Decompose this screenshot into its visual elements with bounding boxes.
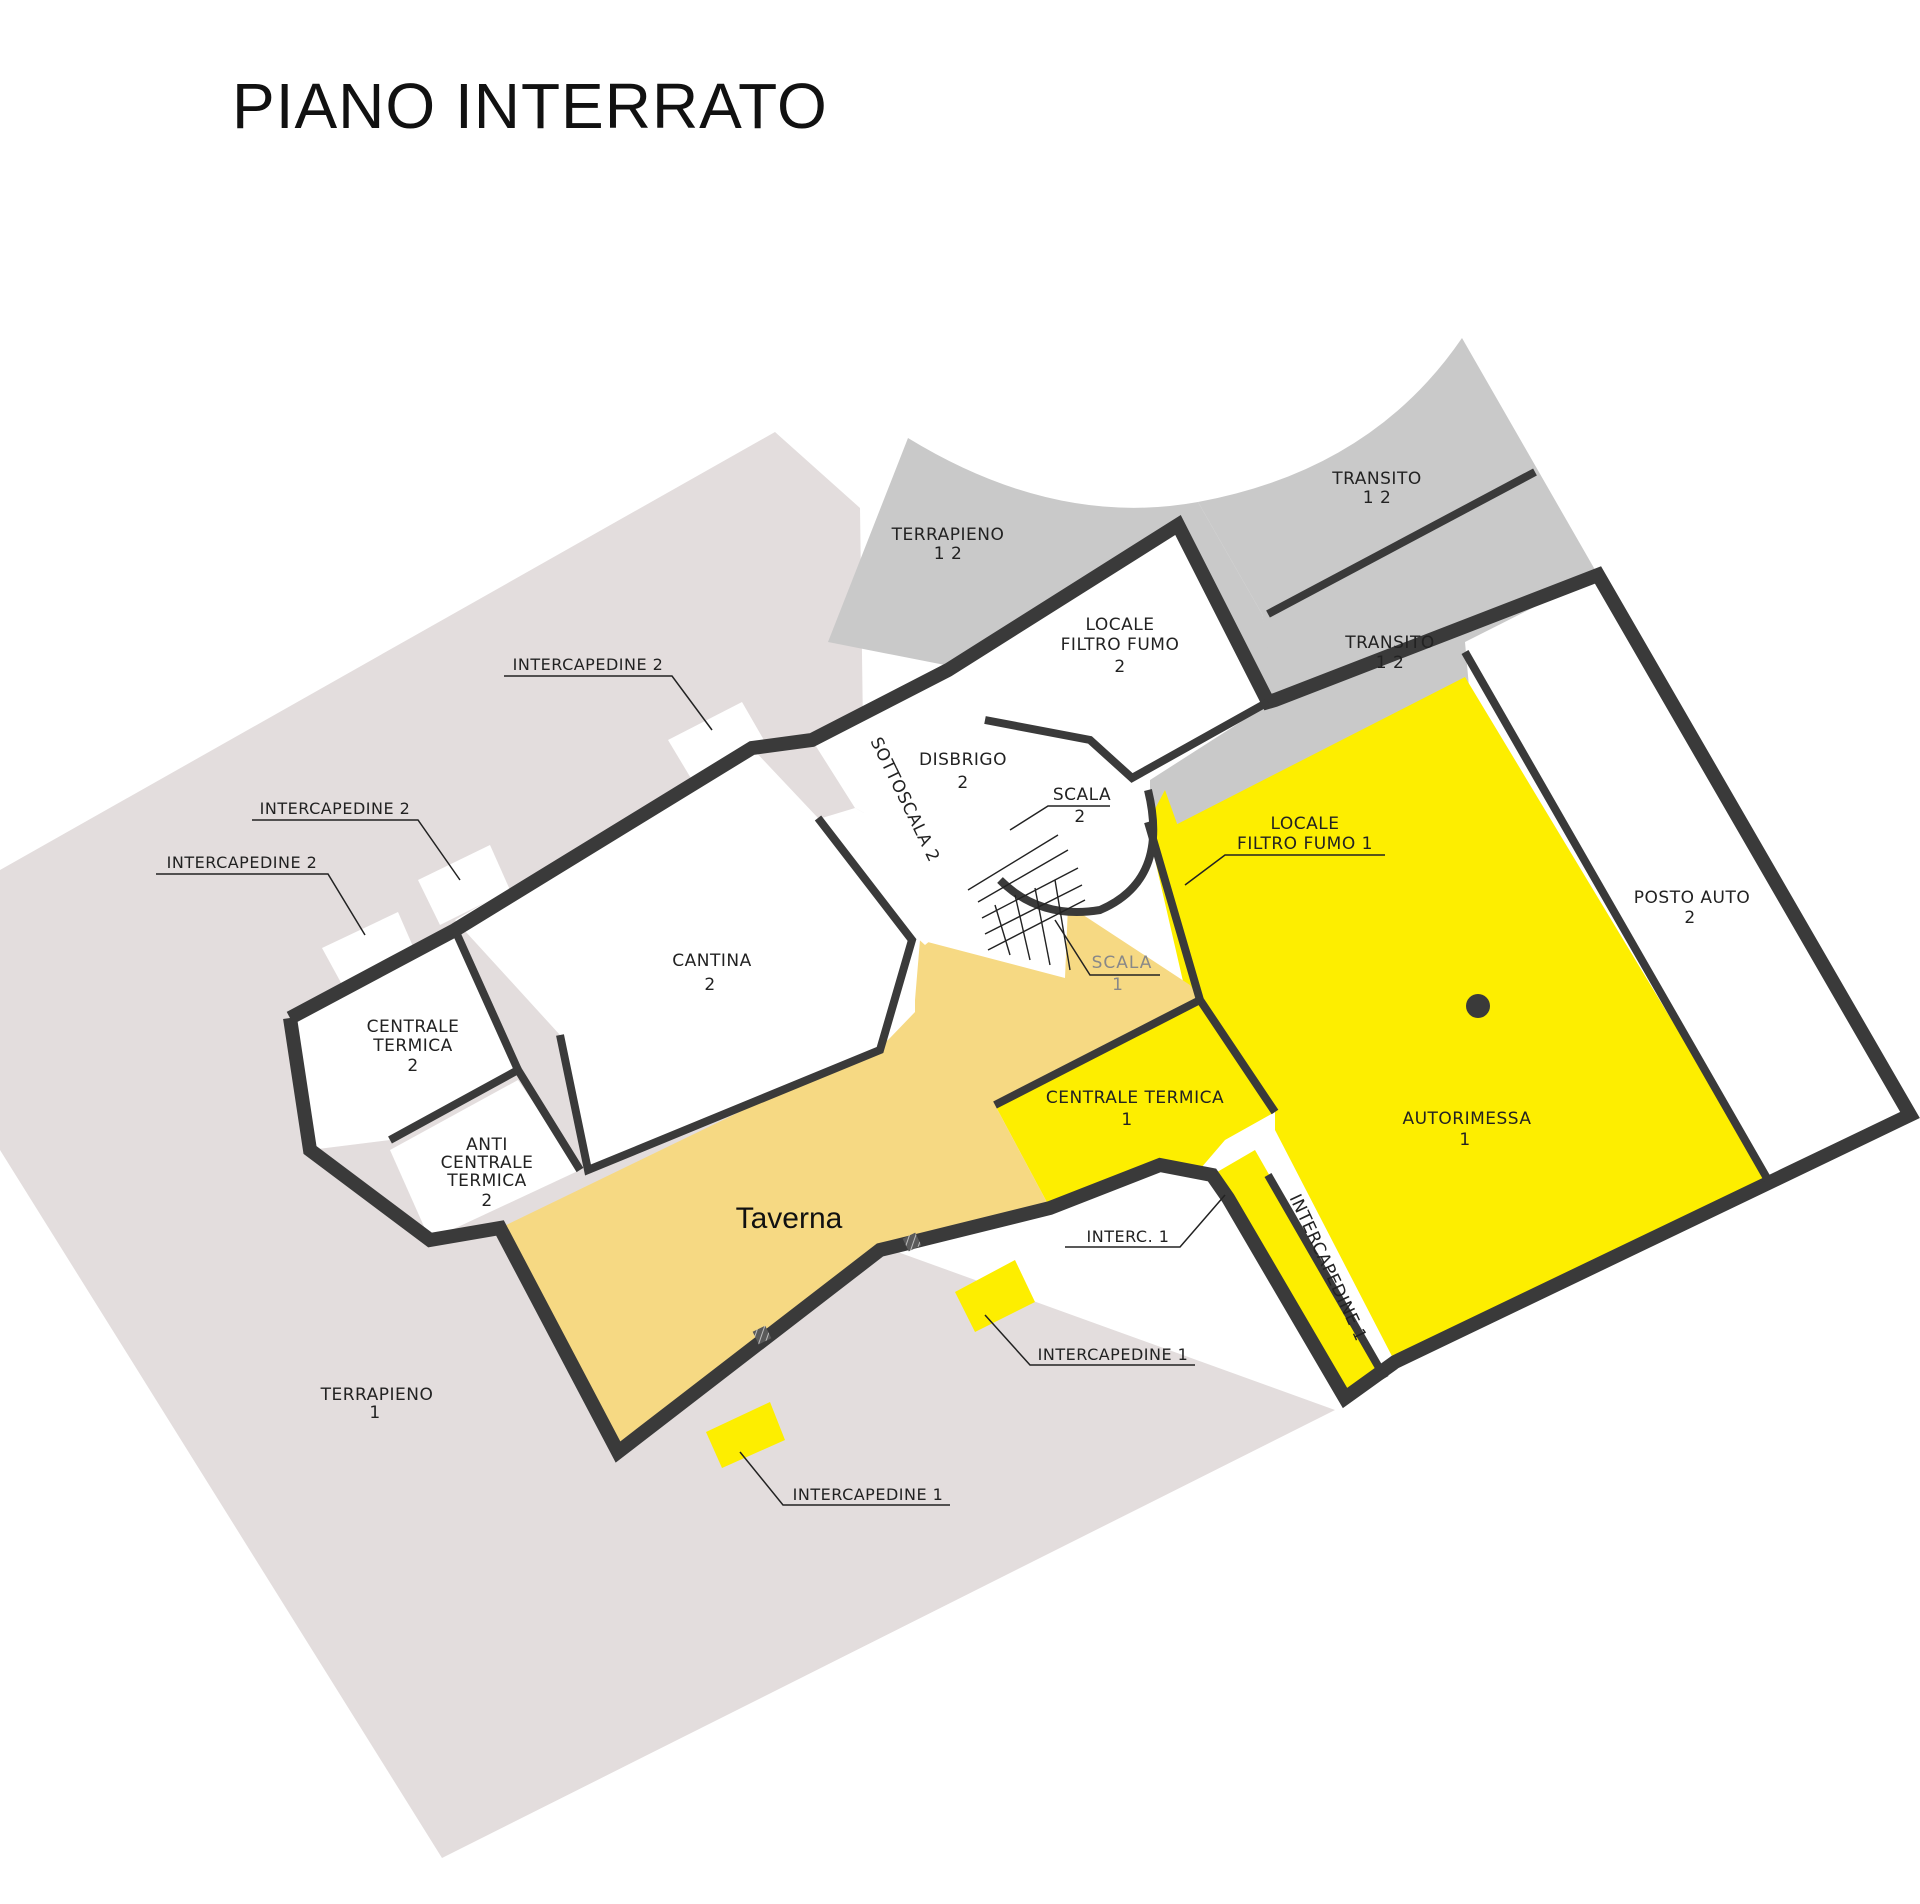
- anti-centrale-termica-2-line1: ANTI: [466, 1135, 508, 1155]
- scala-1-number: 1: [1112, 975, 1124, 995]
- wall-filtro-fumo-2: [984, 698, 1270, 783]
- centrale-termica-1-number: 1: [1121, 1110, 1132, 1130]
- transito-mid-label: TRANSITO: [1344, 633, 1434, 653]
- disbrigo-2-number: 2: [957, 773, 968, 793]
- terrapieno-12-number: 1 2: [934, 544, 963, 564]
- leader-scala-1: [1054, 919, 1160, 976]
- leader-interc-1: [1065, 1194, 1226, 1248]
- intercapedine-1-mid-label: INTERCAPEDINE 1: [1038, 1345, 1189, 1364]
- posto-auto-2-number: 2: [1684, 908, 1695, 928]
- anti-centrale-termica-2-area: [390, 1080, 580, 1240]
- leader-intercapedine-2-mid: [252, 819, 461, 881]
- posto-auto-2-area: [1465, 575, 1910, 1180]
- taverna-label: Taverna: [736, 1202, 843, 1235]
- autorimessa-1-area: [1150, 677, 1768, 1362]
- interc-1-label: INTERC. 1: [1087, 1227, 1170, 1246]
- scala-2-number: 2: [1074, 807, 1085, 827]
- centrale-termica-1-area: [995, 1000, 1275, 1208]
- terrapieno-1-area: [0, 432, 1335, 1858]
- scala-2-stairs: [967, 834, 1086, 971]
- wall-cantina-taverna: [556, 815, 917, 1176]
- intercapedine-2-mid-label: INTERCAPEDINE 2: [260, 799, 411, 818]
- intercapedine-1-bottom-label: INTERCAPEDINE 1: [793, 1485, 944, 1504]
- leader-intercapedine-1-mid: [984, 1314, 1195, 1366]
- leader-scala-2: [1009, 805, 1110, 831]
- wall-transito-mid: [1266, 468, 1537, 618]
- anti-centrale-termica-2-line3: TERMICA: [446, 1171, 527, 1191]
- transito-mid-number: 1 2: [1376, 653, 1405, 673]
- cantina-2-number: 2: [704, 975, 715, 995]
- wall-autorimessa-posto: [1461, 650, 1772, 1182]
- disbrigo-2-label: DISBRIGO: [919, 750, 1007, 770]
- intercapedine-1-bottom-box: [706, 1402, 785, 1468]
- terrapieno-12-label: TERRAPIENO: [891, 525, 1005, 545]
- wall-centrale-termica-1: [993, 996, 1202, 1109]
- centrale-termica-1-label: CENTRALE TERMICA: [1046, 1088, 1224, 1108]
- column-autorimessa: [1466, 994, 1490, 1018]
- leader-intercapedine-1-bottom: [739, 1451, 950, 1506]
- leader-intercapedine-2-left: [156, 873, 366, 936]
- centrale-termica-2-line2: TERMICA: [372, 1036, 453, 1056]
- wall-centrale-2-anti: [451, 928, 522, 1072]
- wall-intercapedine-1-vertical: [1264, 1173, 1389, 1380]
- scala-1-label: SCALA: [1092, 953, 1153, 973]
- transito-area: [1150, 338, 1598, 828]
- autorimessa-1-number: 1: [1459, 1130, 1470, 1150]
- disbrigo-2-area: [812, 670, 1154, 912]
- locale-filtro-fumo-2-number: 2: [1114, 657, 1125, 677]
- locale-filtro-fumo-2-line2: FILTRO FUMO: [1061, 635, 1180, 655]
- leader-intercapedine-2-top: [504, 675, 713, 731]
- transito-top-label: TRANSITO: [1331, 469, 1421, 489]
- centrale-termica-2-number: 2: [407, 1056, 418, 1076]
- scala-2-label: SCALA: [1053, 785, 1111, 805]
- centrale-termica-2-line1: CENTRALE: [367, 1017, 460, 1037]
- centrale-termica-2-area: [290, 930, 518, 1150]
- intercapedine-2-left-label: INTERCAPEDINE 2: [167, 853, 318, 872]
- building-wall-outer: [283, 514, 1920, 1463]
- intercapedine-1-vertical-area: [1228, 1175, 1385, 1398]
- autorimessa-1-label: AUTORIMESSA: [1402, 1109, 1531, 1129]
- locale-filtro-fumo-1-line2: FILTRO FUMO 1: [1237, 834, 1373, 854]
- locale-filtro-fumo-1-line1: LOCALE: [1271, 814, 1340, 834]
- posto-auto-2-label: POSTO AUTO: [1634, 888, 1750, 908]
- intercapedine-2-mid-box: [418, 845, 510, 925]
- column-taverna-2: [752, 1325, 772, 1345]
- locale-filtro-fumo-2-area: [948, 525, 1268, 778]
- transito-top-number: 1 2: [1363, 488, 1392, 508]
- sottoscala-2-area: [822, 808, 955, 945]
- locale-filtro-fumo-2-line1: LOCALE: [1086, 615, 1155, 635]
- terrapieno-1-number: 1: [369, 1403, 380, 1423]
- anti-centrale-termica-2-number: 2: [481, 1191, 492, 1211]
- intercapedine-2-top-box: [668, 702, 765, 780]
- intercapedine-1-mid-box: [955, 1260, 1035, 1332]
- intercapedine-2-top-label: INTERCAPEDINE 2: [513, 655, 664, 674]
- column-taverna-1: [902, 1232, 922, 1252]
- taverna-area: [500, 905, 1200, 1452]
- cantina-2-label: CANTINA: [672, 951, 751, 971]
- page-title: PIANO INTERRATO: [232, 70, 828, 142]
- leader-filtro-fumo-1: [1184, 854, 1385, 886]
- wall-scala-curve: [997, 789, 1158, 916]
- terrapieno-1-label: TERRAPIENO: [320, 1385, 434, 1405]
- intercapedine-2-left-box: [322, 912, 418, 990]
- anti-centrale-termica-2-line2: CENTRALE: [441, 1153, 534, 1173]
- locale-filtro-fumo-1-area: [1148, 790, 1228, 945]
